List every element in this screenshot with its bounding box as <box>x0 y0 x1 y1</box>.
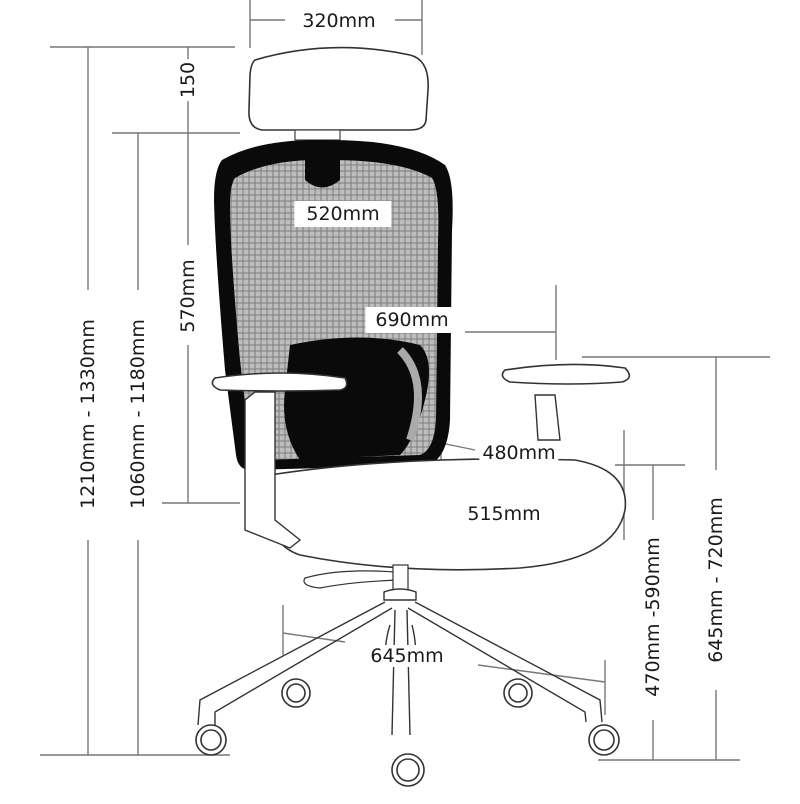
label-backrest-height: 570mm <box>177 256 199 336</box>
label-overall-height: 1210mm - 1330mm <box>77 316 99 512</box>
label-headrest-width: 320mm <box>299 10 379 32</box>
label-seat-width: 480mm <box>479 442 559 464</box>
right-armrest <box>501 363 631 385</box>
label-seat-height: 470mm -590mm <box>642 534 664 700</box>
label-height-no-headrest: 1060mm - 1180mm <box>127 316 149 512</box>
label-base-diameter: 645mm <box>367 645 447 667</box>
label-armrest-width: 690mm <box>365 307 459 333</box>
label-headrest-height: 150 <box>177 58 199 102</box>
headrest <box>248 46 429 131</box>
star-base <box>197 601 603 736</box>
label-backrest-width: 520mm <box>294 201 392 227</box>
label-seat-depth: 515mm <box>464 503 544 525</box>
lumbar-support <box>284 337 429 460</box>
label-armrest-height: 645mm - 720mm <box>705 494 727 666</box>
casters <box>195 678 620 787</box>
left-armrest <box>211 372 348 392</box>
seat-cushion <box>269 458 627 571</box>
